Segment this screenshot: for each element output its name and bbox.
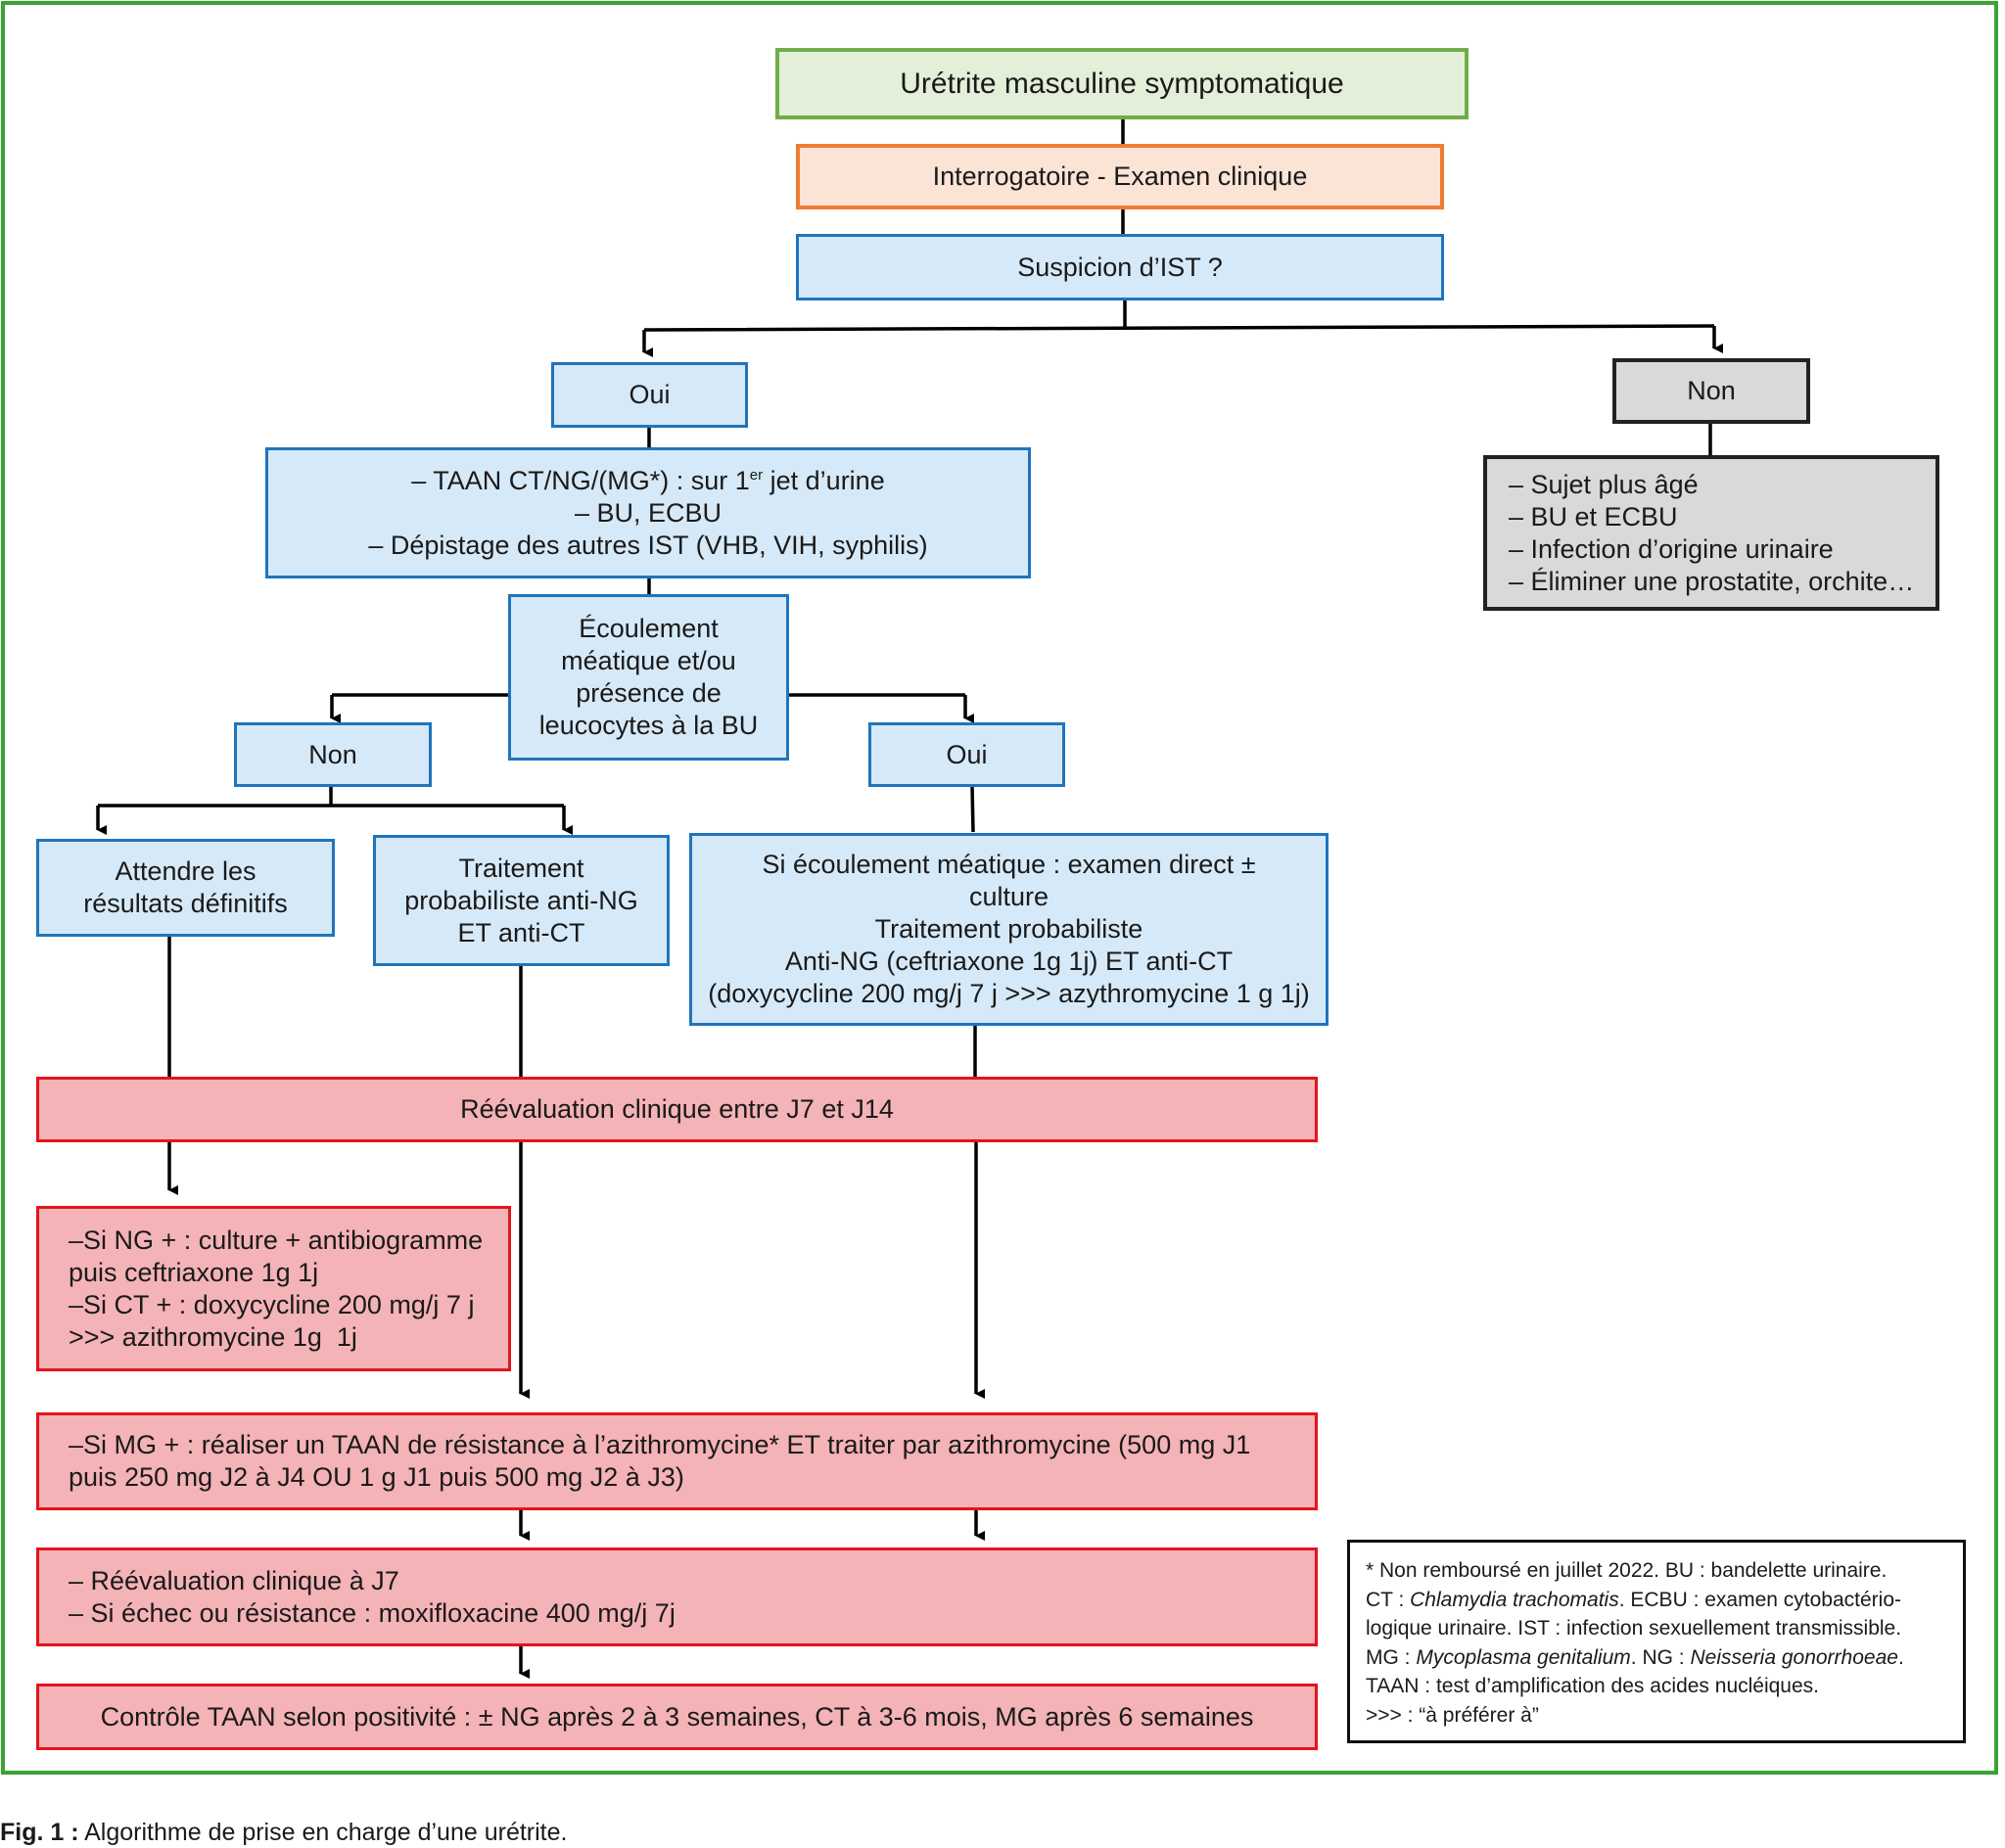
node-suspicion-label: Suspicion d’IST ? <box>1017 252 1223 282</box>
legend-text: * Non remboursé en juillet 2022. BU : ba… <box>1366 1559 1888 1582</box>
legend-text: . <box>1897 1645 1904 1669</box>
node-traitement-probabiliste: Traitement probabiliste anti-NG ET anti-… <box>373 835 670 966</box>
non-ist-detail: – Éliminer une prostatite, orchite… <box>1509 566 1915 596</box>
taan-line-1-sup: er <box>749 466 764 484</box>
node-non-ecoulement: Non <box>234 722 432 787</box>
si-ecoulement-line: Si écoulement méatique : examen direct ± <box>762 850 1256 879</box>
traitement-line: probabiliste anti-NG <box>404 885 638 915</box>
si-ng-ct-line: –Si NG + : culture + antibiogramme <box>69 1224 484 1255</box>
ecoulement-line: leucocytes à la BU <box>538 711 759 740</box>
ecoulement-line: présence de <box>576 678 722 708</box>
legend-text: . ECBU : examen cytobactério- <box>1618 1588 1901 1611</box>
caption-text: Algorithme de prise en charge d’une urét… <box>78 1819 568 1846</box>
legend-line: CT : Chlamydia trachomatis. ECBU : exame… <box>1366 1586 1947 1615</box>
node-si-ecoulement-traitement: Si écoulement méatique : examen direct ±… <box>689 833 1329 1026</box>
legend-italic: Neisseria gonorrhoeae <box>1690 1645 1898 1669</box>
connector-suspicion-split <box>643 300 1715 332</box>
figure-frame <box>1 1 1998 1775</box>
node-oui-ecoulement: Oui <box>868 722 1065 787</box>
connector-non-ecoul-split <box>98 786 564 808</box>
caption-label: Fig. 1 : <box>0 1819 79 1846</box>
node-oui-ist: Oui <box>551 362 748 428</box>
taan-line-1-pre: – TAAN CT/NG/(MG*) : sur 1 <box>411 465 750 495</box>
legend-italic: Mycoplasma genitalium <box>1416 1645 1631 1669</box>
ecoulement-line: méatique et/ou <box>561 646 736 675</box>
node-si-mg: –Si MG + : réaliser un TAAN de résistanc… <box>36 1412 1318 1510</box>
legend-line: logique urinaire. IST : infection sexuel… <box>1366 1614 1947 1643</box>
legend-line: MG : Mycoplasma genitalium. NG : Neisser… <box>1366 1643 1947 1673</box>
legend-text: logique urinaire. IST : infection sexuel… <box>1366 1617 1902 1640</box>
traitement-line: Traitement <box>458 853 584 883</box>
node-oui-ecoulement-label: Oui <box>946 739 988 769</box>
attendre-line: Attendre les <box>115 856 256 886</box>
reeval-j7-line: – Si échec ou résistance : moxifloxacine… <box>69 1597 676 1628</box>
node-interrogatoire-label: Interrogatoire - Examen clinique <box>932 162 1308 191</box>
node-suspicion-ist: Suspicion d’IST ? <box>796 234 1444 300</box>
node-ecoulement-question: Écoulement méatique et/ou présence de le… <box>508 594 789 761</box>
si-ng-ct-line: –Si CT + : doxycycline 200 mg/j 7 j <box>69 1289 475 1319</box>
legend-box: * Non remboursé en juillet 2022. BU : ba… <box>1347 1540 1966 1743</box>
ecoulement-line: Écoulement <box>579 614 719 643</box>
node-reevaluation-j7-j14: Réévaluation clinique entre J7 et J14 <box>36 1077 1318 1142</box>
legend-line: * Non remboursé en juillet 2022. BU : ba… <box>1366 1556 1947 1586</box>
non-ist-detail: – BU et ECBU <box>1509 501 1678 531</box>
node-non-ist-details: – Sujet plus âgé – BU et ECBU – Infectio… <box>1483 455 1939 611</box>
traitement-line: ET anti-CT <box>457 917 585 947</box>
si-ecoulement-line: Traitement probabiliste <box>874 914 1143 944</box>
si-mg-line: –Si MG + : réaliser un TAAN de résistanc… <box>69 1430 1251 1459</box>
node-non-ist: Non <box>1612 358 1810 424</box>
reeval-j7-line: – Réévaluation clinique à J7 <box>69 1565 399 1595</box>
legend-line: TAAN : test d’amplification des acides n… <box>1366 1672 1947 1701</box>
node-interrogatoire: Interrogatoire - Examen clinique <box>796 144 1444 209</box>
attendre-line: résultats définitifs <box>83 889 288 918</box>
connector-oui-si-ecoulement <box>970 785 975 833</box>
si-ng-ct-line: >>> azithromycine 1g 1j <box>69 1321 357 1352</box>
si-ecoulement-line: (doxycycline 200 mg/j 7 j >>> azythromyc… <box>708 979 1310 1008</box>
legend-text: TAAN : test d’amplification des acides n… <box>1366 1675 1820 1697</box>
taan-line-1-post: jet d’urine <box>763 465 885 495</box>
legend-text: . NG : <box>1630 1645 1691 1669</box>
legend-text: CT : <box>1366 1588 1411 1611</box>
legend-italic: Chlamydia trachomatis <box>1410 1588 1619 1611</box>
taan-line-3: – Dépistage des autres IST (VHB, VIH, sy… <box>368 530 928 560</box>
node-taan-bilan: – TAAN CT/NG/(MG*) : sur 1er jet d’urine… <box>265 447 1031 578</box>
node-reevaluation-j7: – Réévaluation clinique à J7 – Si échec … <box>36 1548 1318 1646</box>
node-controle-label: Contrôle TAAN selon positivité : ± NG ap… <box>100 1701 1254 1732</box>
taan-line-2: – BU, ECBU <box>574 497 723 528</box>
si-mg-line: puis 250 mg J2 à J4 OU 1 g J1 puis 500 m… <box>69 1462 684 1492</box>
node-oui-ist-label: Oui <box>629 380 671 409</box>
figure-caption: Fig. 1 : Algorithme de prise en charge d… <box>0 1818 567 1847</box>
non-ist-detail: – Infection d’origine urinaire <box>1509 533 1834 564</box>
legend-text: MG : <box>1366 1645 1417 1669</box>
non-ist-detail: – Sujet plus âgé <box>1509 469 1699 499</box>
node-non-ist-label: Non <box>1687 376 1736 405</box>
si-ecoulement-line: culture <box>968 882 1049 911</box>
legend-text: >>> : “à préférer à” <box>1366 1703 1539 1727</box>
node-uretrite-symptomatique: Urétrite masculine symptomatique <box>775 48 1469 119</box>
si-ng-ct-line: puis ceftriaxone 1g 1j <box>69 1257 319 1287</box>
node-non-ecoulement-label: Non <box>308 739 357 769</box>
node-reevaluation-label: Réévaluation clinique entre J7 et J14 <box>460 1094 894 1124</box>
taan-line-1: – TAAN CT/NG/(MG*) : sur 1er jet d’urine <box>368 465 927 497</box>
legend-line: >>> : “à préférer à” <box>1366 1701 1947 1731</box>
node-uretrite-label: Urétrite masculine symptomatique <box>900 68 1344 100</box>
node-controle-taan: Contrôle TAAN selon positivité : ± NG ap… <box>36 1684 1318 1750</box>
node-si-ng-ct: –Si NG + : culture + antibiogramme puis … <box>36 1206 511 1371</box>
si-ecoulement-line: Anti-NG (ceftriaxone 1g 1j) ET anti-CT <box>784 947 1234 976</box>
node-attendre-resultats: Attendre les résultats définitifs <box>36 839 335 937</box>
